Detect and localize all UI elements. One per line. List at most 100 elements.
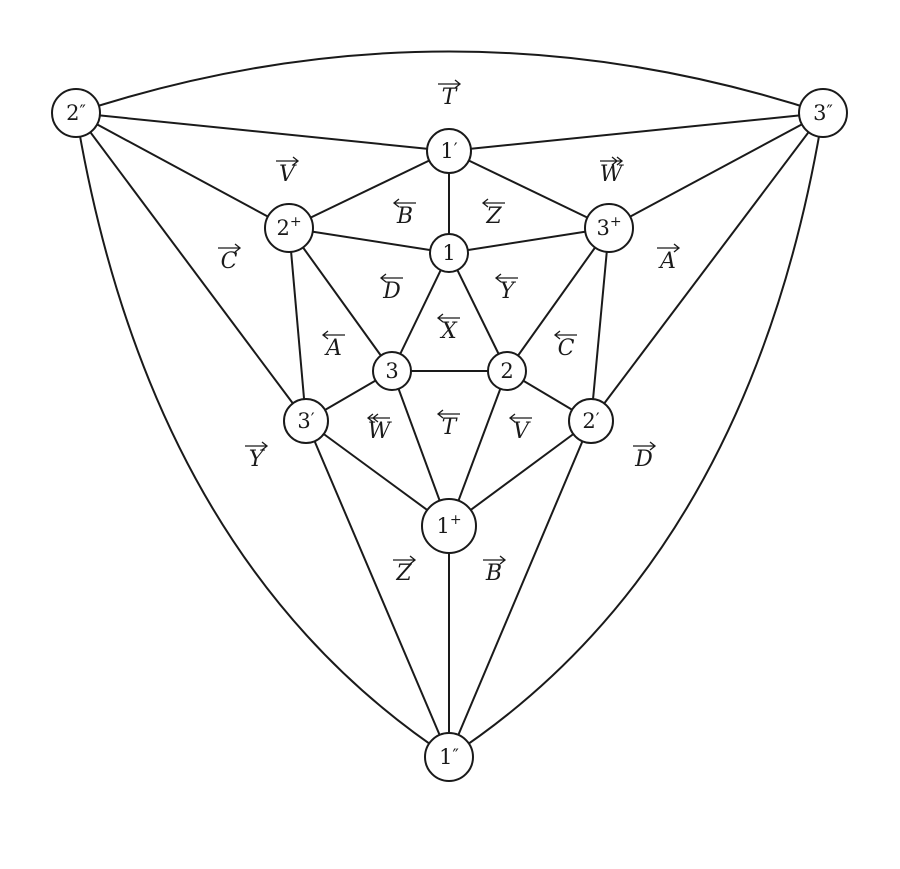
edge-label-text: T <box>442 415 459 440</box>
edge-label-text: V <box>279 162 297 187</box>
edge-label-text: Z <box>485 204 502 229</box>
arrow-icon <box>438 79 462 89</box>
edge-n2plus-n3 <box>288 227 393 372</box>
edge-n2p-n1pp <box>448 420 592 758</box>
edge-label-Y-out: Y <box>245 441 269 472</box>
edge-label-text: D <box>634 447 653 472</box>
edge-n3p-n1plus <box>305 420 450 527</box>
node-circle <box>421 498 477 554</box>
edge-n3plus-n1 <box>448 227 610 254</box>
arrow-icon <box>481 198 505 208</box>
edge-label-D-in: D <box>379 273 403 304</box>
edge-label-B-in: B <box>392 198 416 229</box>
edge-label-C-in: C <box>553 330 577 361</box>
arrow-icon <box>483 555 507 565</box>
arrow-icon <box>633 441 657 451</box>
node-circle <box>568 398 614 444</box>
edge-label-text: B <box>396 204 413 229</box>
node-label: 2+ <box>276 214 301 240</box>
edge-label-Z-bottom: Z <box>393 555 417 586</box>
edge-n2p-n1plus <box>448 420 592 527</box>
node-label: 1′ <box>440 139 457 163</box>
arrow-icon <box>600 156 624 166</box>
node-n3: 3 <box>372 351 412 391</box>
node-n3pp: 3″ <box>798 88 848 138</box>
edge-n3pp-n1p <box>448 112 824 152</box>
node-n1pp: 1″ <box>424 732 474 782</box>
edge-n2plus-n3p <box>288 227 307 422</box>
edge-label-C-left: C <box>218 243 242 274</box>
nodes-layer: 2″ 3″ 1′ 2+ 3+ 1 3 2 3′ 2′ 1+ 1″ <box>51 88 848 782</box>
arrow-icon <box>245 441 269 451</box>
edge-n1-n3 <box>391 252 450 372</box>
edge-n3pp-n1pp <box>448 112 824 758</box>
node-n2plus: 2+ <box>264 203 314 253</box>
node-circle <box>51 88 101 138</box>
arrow-icon <box>392 198 416 208</box>
arrow-icon <box>366 413 390 423</box>
node-circle <box>264 203 314 253</box>
edge-label-text: W <box>368 419 393 444</box>
node-circle <box>487 351 527 391</box>
arrow-icon <box>276 156 300 166</box>
edge-label-W-ur: W <box>600 156 625 187</box>
edge-label-W-in: W <box>366 413 393 444</box>
edge-label-text: W <box>600 162 625 187</box>
edge-label-text: Y <box>249 447 266 472</box>
node-label: 2 <box>500 359 513 383</box>
arrow-icon <box>321 330 345 340</box>
node-n1: 1 <box>429 233 469 273</box>
node-n3p: 3′ <box>283 398 329 444</box>
edge-label-A-right: A <box>657 243 681 274</box>
edge-label-A-in: A <box>321 330 345 361</box>
edge-label-text: Z <box>395 561 412 586</box>
node-n2p: 2′ <box>568 398 614 444</box>
arrow-icon <box>436 313 460 323</box>
edge-n2plus-n1 <box>288 227 450 254</box>
edge-label-D-out: D <box>633 441 657 472</box>
node-n1plus: 1+ <box>421 498 477 554</box>
arrow-icon <box>508 413 532 423</box>
edge-n2pp-n3pp <box>75 50 824 114</box>
edge-label-text: V <box>513 419 531 444</box>
node-label: 1 <box>442 241 455 265</box>
node-circle <box>424 732 474 782</box>
edge-label-T-top: T <box>438 79 462 110</box>
edge-n2pp-n1pp <box>75 112 450 758</box>
arrow-icon <box>218 243 242 253</box>
node-circle <box>584 203 634 253</box>
node-circle <box>429 233 469 273</box>
arrow-icon <box>494 273 518 283</box>
node-label: 2″ <box>66 101 86 125</box>
edge-label-text: D <box>382 279 401 304</box>
node-circle <box>372 351 412 391</box>
node-n1p: 1′ <box>426 128 472 174</box>
edge-n3pp-n2p <box>590 112 824 422</box>
arrow-icon <box>393 555 417 565</box>
edge-label-text: Y <box>500 279 517 304</box>
edge-label-text: X <box>439 319 458 344</box>
arrow-icon <box>379 273 403 283</box>
node-label: 2′ <box>582 409 599 433</box>
edge-label-Y-in: Y <box>494 273 518 304</box>
edge-label-X-center: X <box>436 313 460 344</box>
node-circle <box>426 128 472 174</box>
edge-n3p-n1pp <box>305 420 450 758</box>
edge-n1p-n3plus <box>448 150 610 229</box>
node-n3plus: 3+ <box>584 203 634 253</box>
node-n2pp: 2″ <box>51 88 101 138</box>
edge-label-V-ul: V <box>276 156 300 187</box>
edge-label-V-in: V <box>508 413 532 444</box>
edge-n3plus-n2 <box>506 227 610 372</box>
node-label: 3+ <box>596 214 621 240</box>
edge-label-text: C <box>558 336 575 361</box>
edge-label-text: T <box>442 85 459 110</box>
node-circle <box>283 398 329 444</box>
arrow-icon <box>553 330 577 340</box>
edge-label-text: A <box>324 336 342 361</box>
edge-n3plus-n2p <box>590 227 610 422</box>
edge-n2pp-n1p <box>75 112 450 152</box>
arrow-icon <box>436 409 460 419</box>
